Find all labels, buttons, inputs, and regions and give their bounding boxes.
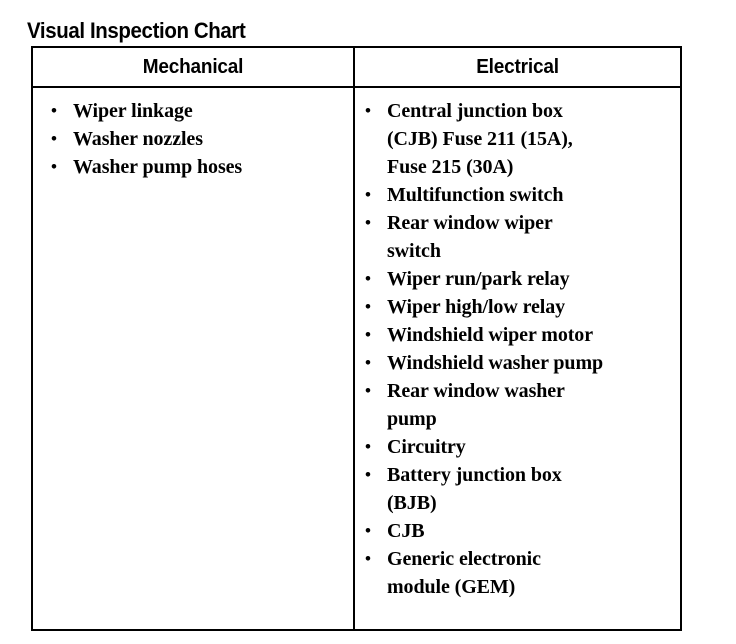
table-header-cell-electrical: Electrical (355, 48, 680, 86)
electrical-list-item-line: Windshield washer pump (387, 352, 604, 374)
electrical-list-item-line: Rear window wiper (387, 212, 553, 234)
electrical-list-item: Rear window washer pump (363, 377, 672, 433)
electrical-list-item-line: switch (387, 240, 441, 262)
column-header-electrical: Electrical (476, 55, 559, 78)
page-title: Visual Inspection Chart (27, 17, 246, 43)
electrical-list-item: CJB (363, 517, 672, 545)
table-cell-mechanical: Wiper linkageWasher nozzlesWasher pump h… (33, 88, 355, 629)
electrical-list-item-line: Windshield wiper motor (387, 324, 593, 346)
mechanical-list-item: Wiper linkage (47, 97, 345, 125)
mechanical-list-item-line: Washer nozzles (73, 128, 203, 150)
electrical-list-item: Rear window wiper switch (363, 209, 672, 265)
electrical-list-item-line: pump (387, 408, 437, 430)
table-header-row: Mechanical Electrical (33, 48, 680, 88)
table-body-row: Wiper linkageWasher nozzlesWasher pump h… (33, 88, 680, 629)
electrical-list-item-line: module (GEM) (387, 576, 516, 598)
electrical-list-item-line: Rear window washer (387, 380, 565, 402)
electrical-item-list: Central junction box (CJB) Fuse 211 (15A)… (355, 88, 680, 601)
electrical-list-item-line: Fuse 215 (30A) (387, 156, 514, 178)
column-header-mechanical: Mechanical (142, 55, 244, 78)
electrical-list-item-line: Wiper high/low relay (387, 296, 566, 318)
electrical-list-item: Wiper run/park relay (363, 265, 672, 293)
electrical-list-item: Wiper high/low relay (363, 293, 672, 321)
electrical-list-item-line: (CJB) Fuse 211 (15A), (387, 128, 573, 150)
electrical-list-item: Generic electronic module (GEM) (363, 545, 672, 601)
electrical-list-item: Windshield wiper motor (363, 321, 672, 349)
electrical-list-item: Multifunction switch (363, 181, 672, 209)
electrical-list-item-line: Circuitry (387, 436, 466, 458)
mechanical-list-item: Washer pump hoses (47, 153, 345, 181)
mechanical-list-item: Washer nozzles (47, 125, 345, 153)
electrical-list-item-line: Central junction box (387, 100, 563, 122)
electrical-list-item: Battery junction box (BJB) (363, 461, 672, 517)
mechanical-list-item-line: Wiper linkage (73, 100, 193, 122)
electrical-list-item: Central junction box (CJB) Fuse 211 (15A)… (363, 97, 672, 181)
visual-inspection-table: Mechanical Electrical Wiper linkageWashe… (31, 46, 682, 631)
table-header-cell-mechanical: Mechanical (33, 48, 355, 86)
electrical-list-item-line: Wiper run/park relay (387, 268, 570, 290)
electrical-list-item-line: Battery junction box (387, 464, 562, 486)
electrical-list-item: Circuitry (363, 433, 672, 461)
table-cell-electrical: Central junction box (CJB) Fuse 211 (15A)… (355, 88, 680, 629)
electrical-list-item: Windshield washer pump (363, 349, 672, 377)
mechanical-item-list: Wiper linkageWasher nozzlesWasher pump h… (33, 88, 353, 181)
electrical-list-item-line: Multifunction switch (387, 184, 564, 206)
electrical-list-item-line: CJB (387, 520, 425, 542)
electrical-list-item-line: (BJB) (387, 492, 437, 514)
electrical-list-item-line: Generic electronic (387, 548, 541, 570)
mechanical-list-item-line: Washer pump hoses (73, 156, 243, 178)
